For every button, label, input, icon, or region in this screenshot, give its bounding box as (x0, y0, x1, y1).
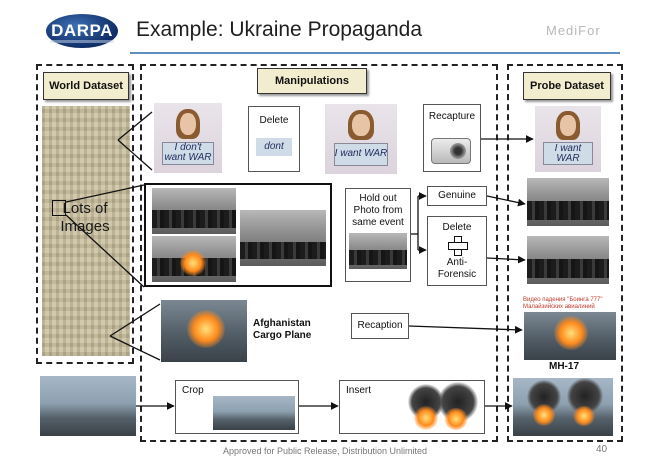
title-rule (130, 52, 620, 54)
logo-text: DARPA (51, 21, 113, 40)
riot-photo-1 (152, 188, 236, 234)
genuine-step-box: Genuine (427, 186, 487, 206)
mh17-caption: MH-17 (549, 361, 580, 372)
insert-label: Insert (346, 385, 372, 396)
brand-text: MediFor (546, 22, 601, 38)
holdout-photo (349, 233, 407, 269)
probe-city-fire-photo (513, 378, 613, 436)
sign-probe-text: I want WAR (542, 142, 594, 165)
girl-sign-probe-photo: I want WAR (535, 106, 601, 172)
world-dataset-column (36, 64, 134, 364)
sign-original-text: I don't want WAR (162, 141, 214, 166)
lots-of-images-label: Lots of Images (60, 200, 110, 235)
holdout-step-box: Hold out Photo from same event (345, 188, 411, 282)
antiforensic-label: Anti-Forensic (437, 257, 477, 280)
lots-highlight-box (52, 200, 66, 216)
probe-plane-header-text: Видео падения "Боинга 777" Малайзийских … (523, 297, 603, 310)
camera-icon (431, 138, 471, 164)
cropped-city-photo (213, 396, 295, 430)
delete-step-box: Delete dont (248, 106, 300, 172)
sign-edited-text: I want WAR (333, 142, 389, 167)
afghan-cargo-plane-label: Afghanistan Cargo Plane (253, 318, 312, 341)
deleted-word-patch: dont (256, 138, 292, 156)
recapture-label: Recapture (428, 111, 476, 122)
release-footer: Approved for Public Release, Distributio… (222, 446, 428, 456)
world-dataset-header: World Dataset (43, 72, 129, 100)
smoke-fire-patch (400, 382, 480, 430)
recaption-step-box: Recaption (351, 313, 409, 339)
girl-sign-original-photo: I don't want WAR (154, 103, 222, 173)
probe-riot-photo-2 (527, 236, 609, 284)
page-number: 40 (596, 444, 608, 455)
medifor-logo: MediFor (546, 18, 624, 42)
plus-icon (448, 236, 468, 256)
antiforensic-step-box: Delete Anti-Forensic (427, 216, 487, 286)
girl-sign-edited-photo: I want WAR (325, 104, 397, 174)
riot-photo-2 (152, 236, 236, 282)
manipulations-header: Manipulations (257, 68, 367, 94)
delete-label: Delete (259, 115, 289, 126)
riot-photo-3 (240, 210, 326, 266)
probe-riot-photo-1 (527, 178, 609, 226)
holdout-label: Hold out Photo from same event (352, 193, 404, 228)
city-source-photo (40, 376, 136, 436)
delete-label-2: Delete (442, 222, 472, 233)
crop-label: Crop (182, 385, 204, 396)
probe-dataset-header: Probe Dataset (523, 72, 611, 100)
probe-dataset-column (507, 64, 623, 442)
darpa-logo: DARPA (46, 14, 118, 48)
cargo-plane-photo (161, 300, 247, 362)
probe-plane-photo (524, 312, 616, 360)
slide-title: Example: Ukraine Propaganda (136, 18, 423, 41)
